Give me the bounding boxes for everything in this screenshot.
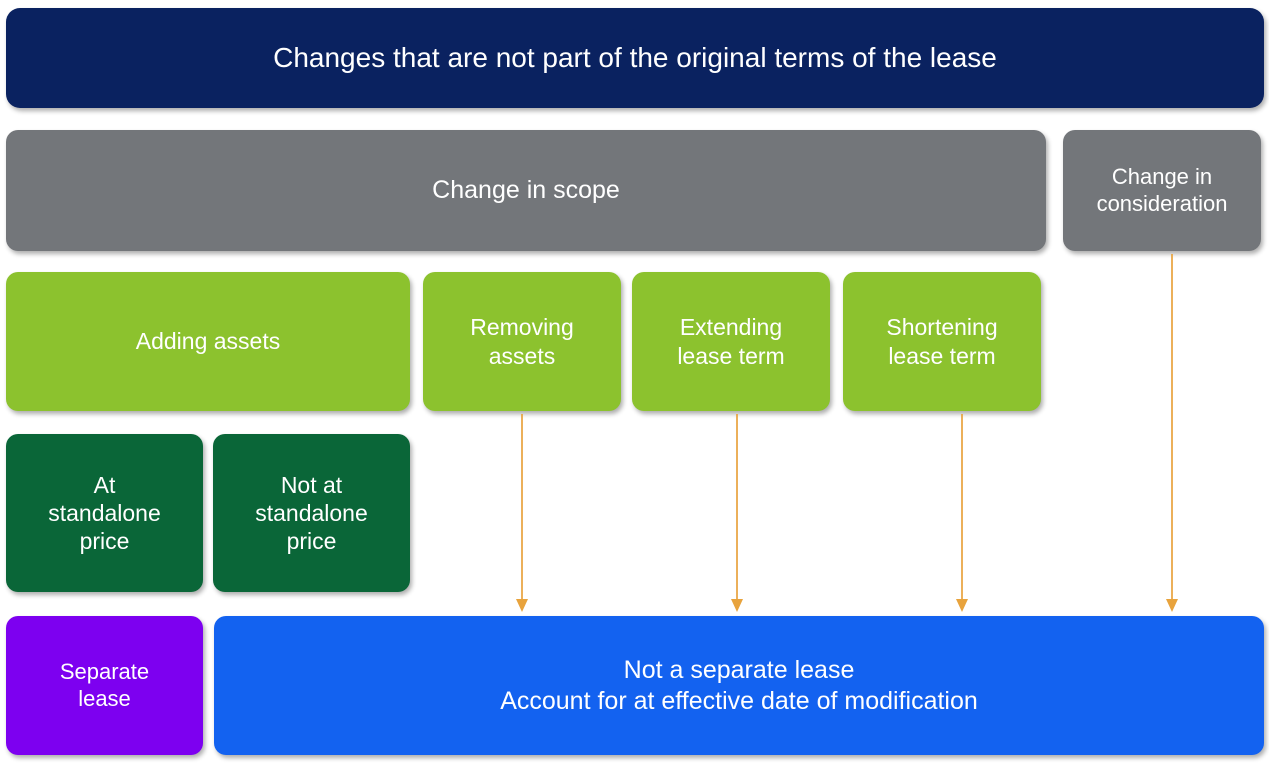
diagram-title-banner: Changes that are not part of the origina… — [6, 8, 1264, 108]
scope-change-extending-lease-term-label: Extending lease term — [677, 314, 785, 369]
category-change-in-consideration[interactable]: Change in consideration — [1063, 130, 1261, 251]
scope-change-removing-assets-label: Removing assets — [470, 314, 574, 369]
price-test-at-standalone-price-label: At standalone price — [48, 471, 161, 555]
arrow-extending-lease-term-to-not-separate-lease — [731, 414, 743, 612]
price-test-at-standalone-price[interactable]: At standalone price — [6, 434, 203, 592]
arrow-shortening-lease-term-to-not-separate-lease — [956, 414, 968, 612]
scope-change-adding-assets-label: Adding assets — [135, 328, 281, 355]
outcome-not-a-separate-lease[interactable]: Not a separate lease Account for at effe… — [214, 616, 1264, 755]
category-change-in-scope[interactable]: Change in scope — [6, 130, 1046, 251]
price-test-not-at-standalone-price-label: Not at standalone price — [255, 471, 368, 555]
outcome-not-a-separate-lease-label: Not a separate lease Account for at effe… — [500, 656, 978, 715]
category-change-in-scope-label: Change in scope — [432, 176, 620, 205]
scope-change-shortening-lease-term-label: Shortening lease term — [886, 314, 998, 369]
scope-change-extending-lease-term[interactable]: Extending lease term — [632, 272, 830, 411]
outcome-separate-lease[interactable]: Separate lease — [6, 616, 203, 755]
diagram-title: Changes that are not part of the origina… — [273, 41, 997, 73]
scope-change-shortening-lease-term[interactable]: Shortening lease term — [843, 272, 1041, 411]
scope-change-adding-assets[interactable]: Adding assets — [6, 272, 410, 411]
price-test-not-at-standalone-price[interactable]: Not at standalone price — [213, 434, 410, 592]
category-change-in-consideration-label: Change in consideration — [1096, 163, 1228, 216]
arrow-change-in-consideration-to-not-separate-lease — [1166, 254, 1178, 612]
arrow-removing-assets-to-not-separate-lease — [516, 414, 528, 612]
outcome-separate-lease-label: Separate lease — [59, 658, 150, 711]
scope-change-removing-assets[interactable]: Removing assets — [423, 272, 621, 411]
